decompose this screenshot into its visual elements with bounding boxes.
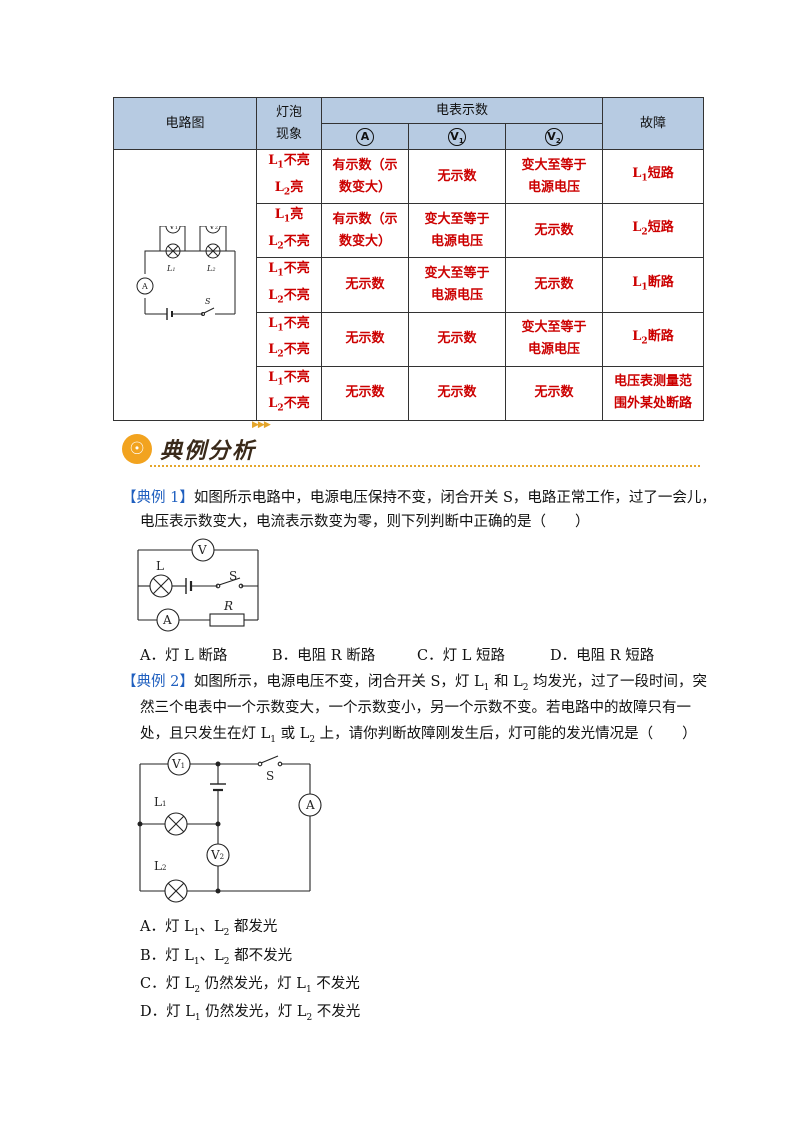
fault-cell: L1短路	[602, 148, 704, 205]
ammeter-cell: 无示数	[321, 365, 409, 421]
voltmeter-2-icon: V2	[545, 127, 563, 146]
ex1-switch-label: S	[229, 569, 237, 583]
voltmeter-1-cell: 无示数	[408, 365, 506, 421]
example-1-tag: 【典例 1】	[122, 490, 194, 506]
ex2-option-a[interactable]: A．灯 L1、L2 都发光	[140, 919, 278, 938]
header-diagram: 电路图	[113, 97, 257, 150]
example-2-question: 【典例 2】如图所示，电源电压不变，闭合开关 S，灯 L1 和 L2 均发光，过…	[122, 674, 708, 693]
arrows-icon: ▶▶▶	[252, 420, 271, 430]
example-2-question-line2: 然三个电表中一个示数变大，一个示数变小，另一个示数不变。若电路中的故障只有一	[140, 700, 691, 716]
table-circuit-s: S	[205, 297, 211, 306]
voltmeter-2-cell: 无示数	[505, 365, 603, 421]
fault-cell: 电压表测量范围外某处断路	[602, 365, 704, 421]
example-2-tag: 【典例 2】	[122, 674, 194, 690]
fault-table: 电路图 灯泡 现象 电表示数 故障 A V1 V2	[113, 97, 704, 421]
table-circuit-l2: L2	[206, 264, 216, 273]
ex1-option-c[interactable]: C．灯 L 短路	[417, 648, 505, 664]
voltmeter-1-cell: 无示数	[408, 148, 506, 205]
voltmeter-1-cell: 无示数	[408, 311, 506, 367]
voltmeter-2-cell: 变大至等于电源电压	[505, 311, 603, 367]
ex2-lamp-1-label: L1	[154, 795, 166, 809]
example-2-question-line3: 处，且只发生在灯 L1 或 L2 上，请你判断故障刚发生后，灯可能的发光情况是（…	[140, 726, 697, 745]
ex2-option-c[interactable]: C．灯 L2 仍然发光，灯 L1 不发光	[140, 976, 360, 995]
example-1-circuit-diagram: V A L S R	[137, 538, 259, 632]
header-fault: 故障	[602, 97, 704, 150]
ex2-option-b[interactable]: B．灯 L1、L2 都不发光	[140, 948, 293, 967]
ex1-voltmeter-label: V	[197, 543, 207, 557]
table-circuit-l1: L1	[166, 264, 176, 273]
voltmeter-1-icon: V1	[448, 127, 466, 146]
ex1-option-d[interactable]: D．电阻 R 短路	[550, 648, 655, 664]
section-title: 典例分析	[160, 439, 257, 464]
table-circuit-diagram: V1 V2 A L1 L2 S	[136, 218, 236, 320]
header-meters: 电表示数	[321, 97, 603, 124]
table-circuit-v1: V1	[168, 226, 178, 231]
ex2-voltmeter-2-label: V2	[210, 848, 224, 862]
example-1-question: 【典例 1】如图所示电路中，电源电压保持不变，闭合开关 S，电路正常工作，过了一…	[122, 490, 716, 506]
fault-cell: L2短路	[602, 203, 704, 259]
ex2-option-d[interactable]: D．灯 L1 仍然发光，灯 L2 不发光	[140, 1004, 361, 1023]
ex1-option-a[interactable]: A．灯 L 断路	[140, 648, 228, 664]
ex1-ammeter-label: A	[162, 613, 172, 627]
example-2-circuit-diagram: V1 V2 A L1 L2 S	[137, 752, 322, 903]
ammeter-cell: 无示数	[321, 257, 409, 313]
ex2-ammeter-label: A	[305, 798, 315, 812]
header-voltmeter-2: V2	[505, 123, 603, 150]
voltmeter-2-cell: 变大至等于电源电压	[505, 148, 603, 205]
banner-underline	[150, 465, 700, 467]
header-bulb: 灯泡 现象	[256, 97, 322, 150]
voltmeter-1-cell: 变大至等于电源电压	[408, 257, 506, 313]
table-circuit-a: A	[141, 282, 148, 291]
header-ammeter: A	[321, 123, 409, 150]
ex2-lamp-2-label: L2	[154, 859, 166, 873]
globe-icon: ☉	[122, 434, 152, 464]
header-voltmeter-1: V1	[408, 123, 506, 150]
ex2-switch-label: S	[266, 769, 274, 783]
ammeter-cell: 无示数	[321, 311, 409, 367]
fault-cell: L2断路	[602, 311, 704, 367]
ex1-lamp-label: L	[156, 559, 164, 573]
voltmeter-2-cell: 无示数	[505, 257, 603, 313]
ex1-option-b[interactable]: B．电阻 R 断路	[272, 648, 376, 664]
ex1-resistor-label: R	[223, 599, 233, 613]
example-1-question-line2: 电压表示数变大，电流表示数变为零，则下列判断中正确的是（ ）	[140, 514, 590, 530]
ammeter-icon: A	[356, 127, 374, 146]
ammeter-cell: 有示数（示数变大）	[321, 203, 409, 259]
ammeter-cell: 有示数（示数变大）	[321, 148, 409, 205]
voltmeter-2-cell: 无示数	[505, 203, 603, 259]
fault-cell: L1断路	[602, 257, 704, 313]
voltmeter-1-cell: 变大至等于电源电压	[408, 203, 506, 259]
table-circuit-cell: V1 V2 A L1 L2 S	[113, 149, 257, 421]
table-circuit-v2: V2	[208, 226, 218, 231]
